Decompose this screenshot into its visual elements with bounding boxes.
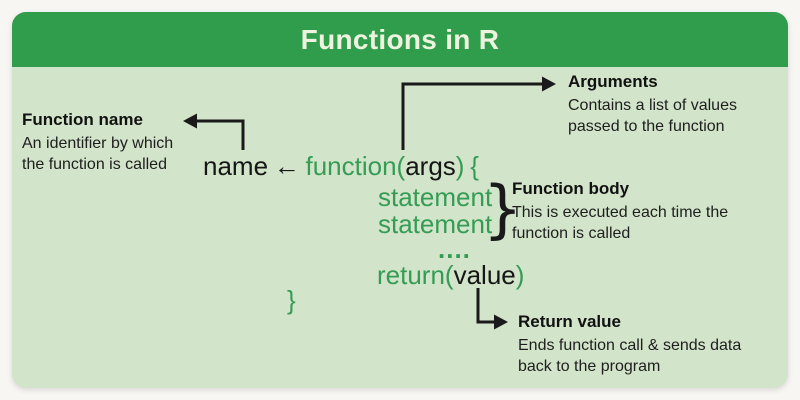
- code-statement-1: statement: [378, 182, 493, 212]
- return-value-description: Ends function call & sends data back to …: [518, 337, 742, 375]
- code-statement-2: statement: [378, 209, 493, 239]
- page-title: Functions in R: [300, 23, 500, 55]
- function-name-title: Function name: [22, 110, 143, 129]
- code-args: args: [405, 151, 456, 181]
- code-assign-operator: ←: [273, 151, 300, 181]
- code-ellipsis: ....: [438, 234, 471, 264]
- arguments-description: Contains a list of values passed to the …: [568, 97, 737, 135]
- function-body-brace-icon: }: [483, 171, 523, 246]
- annotation-arguments: Arguments Contains a list of values pass…: [568, 72, 773, 137]
- function-body-description: This is executed each time the function …: [512, 204, 729, 242]
- annotation-function-name: Function name An identifier by which the…: [22, 110, 194, 175]
- annotation-return-value: Return value Ends function call & sends …: [518, 312, 743, 377]
- function-name-description: An identifier by which the function is c…: [22, 135, 174, 173]
- code-function-name: name: [203, 151, 269, 181]
- card-header: Functions in R: [12, 12, 788, 67]
- code-close-paren: ): [455, 151, 465, 181]
- code-line-signature: name←function(args){: [203, 151, 479, 182]
- code-return-keyword: return(: [377, 260, 454, 290]
- diagram-card: Functions in R Function name An identifi…: [12, 12, 788, 388]
- code-closing-brace: }: [287, 285, 296, 315]
- code-line-return: return(value): [377, 260, 524, 291]
- code-open-brace: {: [470, 151, 479, 181]
- code-return-close-paren: ): [515, 260, 525, 290]
- annotation-function-body: Function body This is executed each time…: [512, 179, 737, 244]
- return-value-title: Return value: [518, 312, 621, 331]
- arguments-title: Arguments: [568, 72, 658, 91]
- function-body-title: Function body: [512, 179, 630, 198]
- code-function-keyword: function(: [305, 151, 406, 181]
- code-return-value: value: [453, 260, 516, 290]
